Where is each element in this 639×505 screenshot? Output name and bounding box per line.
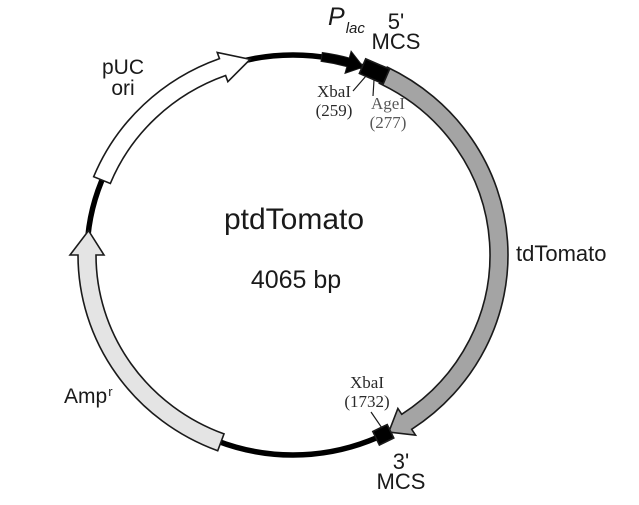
plac-label-main: P bbox=[328, 3, 345, 31]
leader-xbai-1732 bbox=[370, 411, 383, 429]
tdtomato-label: tdTomato bbox=[516, 241, 607, 266]
agei-277-enzyme: AgeI bbox=[371, 94, 405, 113]
plac-label-subscript: lac bbox=[345, 20, 365, 37]
puc-ori-line2: ori bbox=[111, 77, 135, 100]
puc-ori-label: pUC ori bbox=[102, 57, 144, 99]
puc-ori-line1: pUC bbox=[101, 56, 145, 79]
three-prime-mcs-label: 3' MCS bbox=[376, 449, 426, 494]
five-prime-mcs-label: 5' MCS bbox=[371, 9, 421, 54]
plac-label: Plac bbox=[328, 3, 365, 37]
xbai-1732-label: XbaI (1732) bbox=[344, 373, 389, 411]
three-prime-mcs-line1: 3' bbox=[392, 449, 410, 474]
xbai-259-enzyme: XbaI bbox=[317, 82, 351, 101]
leader-xbai-259 bbox=[352, 75, 367, 92]
five-prime-mcs-line2: MCS bbox=[371, 29, 421, 54]
xbai-259-position: (259) bbox=[315, 101, 353, 120]
feature-mcs-5prime bbox=[358, 57, 391, 85]
five-prime-mcs-line1: 5' bbox=[387, 9, 405, 34]
amp-label-main: Amp bbox=[64, 385, 108, 408]
xbai-1732-position: (1732) bbox=[344, 392, 390, 411]
leader-agei-277 bbox=[372, 79, 375, 97]
plasmid-size: 4065 bp bbox=[250, 266, 342, 294]
xbai-1732-enzyme: XbaI bbox=[350, 373, 384, 392]
xbai-259-label: XbaI (259) bbox=[316, 82, 353, 120]
amp-resistance-label: Ampr bbox=[64, 384, 113, 409]
feature-amp-r bbox=[68, 229, 226, 452]
feature-puc-ori bbox=[92, 51, 252, 185]
feature-mcs-3prime bbox=[371, 423, 395, 447]
amp-label-superscript: r bbox=[108, 384, 113, 399]
three-prime-mcs-line2: MCS bbox=[376, 469, 426, 494]
agei-277-label: AgeI (277) bbox=[370, 94, 407, 132]
feature-tdtomato bbox=[378, 66, 509, 437]
agei-277-position: (277) bbox=[369, 113, 407, 132]
plasmid-title: ptdTomato bbox=[223, 203, 365, 236]
feature-plac-promoter bbox=[320, 50, 365, 75]
